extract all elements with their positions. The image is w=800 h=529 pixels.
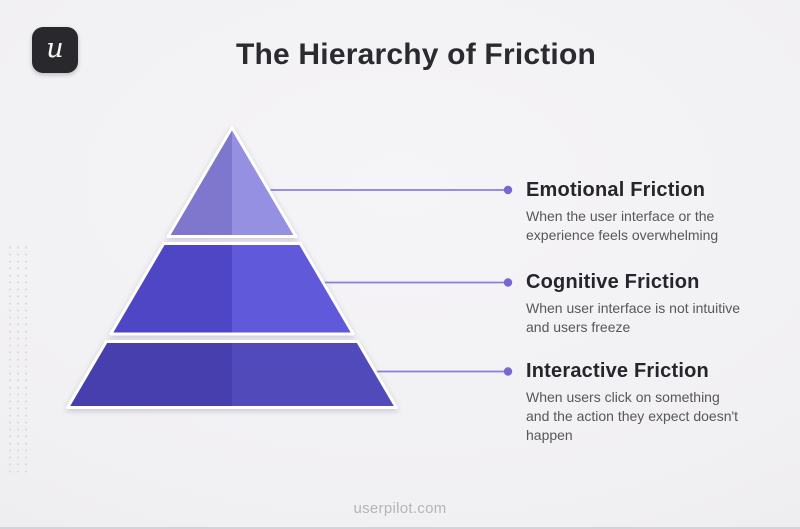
tier-cognitive-right-face bbox=[232, 243, 354, 334]
pyramid-tier-interactive bbox=[66, 340, 398, 409]
connector-lines bbox=[265, 185, 513, 376]
pyramid-tier-emotional bbox=[166, 126, 298, 238]
tier-interactive-left-face bbox=[67, 341, 232, 408]
label-description: When users click on something and the ac… bbox=[526, 389, 739, 443]
website-credit: userpilot.com bbox=[353, 500, 447, 517]
label-description: When user interface is not intuitive and… bbox=[526, 300, 740, 335]
tier-emotional-outline bbox=[166, 126, 298, 238]
tier-cognitive-left-face bbox=[110, 243, 232, 334]
userpilot-logo: u bbox=[32, 27, 78, 73]
connector-dot-interactive bbox=[503, 367, 513, 376]
label-emotional-friction: Emotional Friction When the user interfa… bbox=[526, 177, 766, 245]
label-description: When the user interface or the experienc… bbox=[526, 208, 719, 243]
page-title: The Hierarchy of Friction bbox=[235, 38, 597, 71]
dot-pattern-decoration bbox=[6, 244, 32, 474]
tier-cognitive-outline bbox=[109, 242, 355, 336]
pyramid-tiers bbox=[66, 126, 398, 409]
pyramid-tier-cognitive bbox=[109, 242, 355, 336]
tier-interactive-right-face bbox=[232, 341, 397, 408]
label-title: Interactive Friction bbox=[526, 360, 709, 382]
logo-letter: u bbox=[46, 32, 64, 64]
label-title: Emotional Friction bbox=[526, 179, 706, 201]
bottom-edge-line bbox=[0, 527, 800, 529]
label-title: Cognitive Friction bbox=[526, 271, 700, 293]
connector-dot-emotional bbox=[503, 185, 513, 195]
connector-dot-cognitive bbox=[503, 278, 513, 287]
label-interactive-friction: Interactive Friction When users click on… bbox=[526, 358, 766, 445]
label-cognitive-friction: Cognitive Friction When user interface i… bbox=[526, 269, 766, 337]
tier-interactive-outline bbox=[66, 340, 398, 409]
